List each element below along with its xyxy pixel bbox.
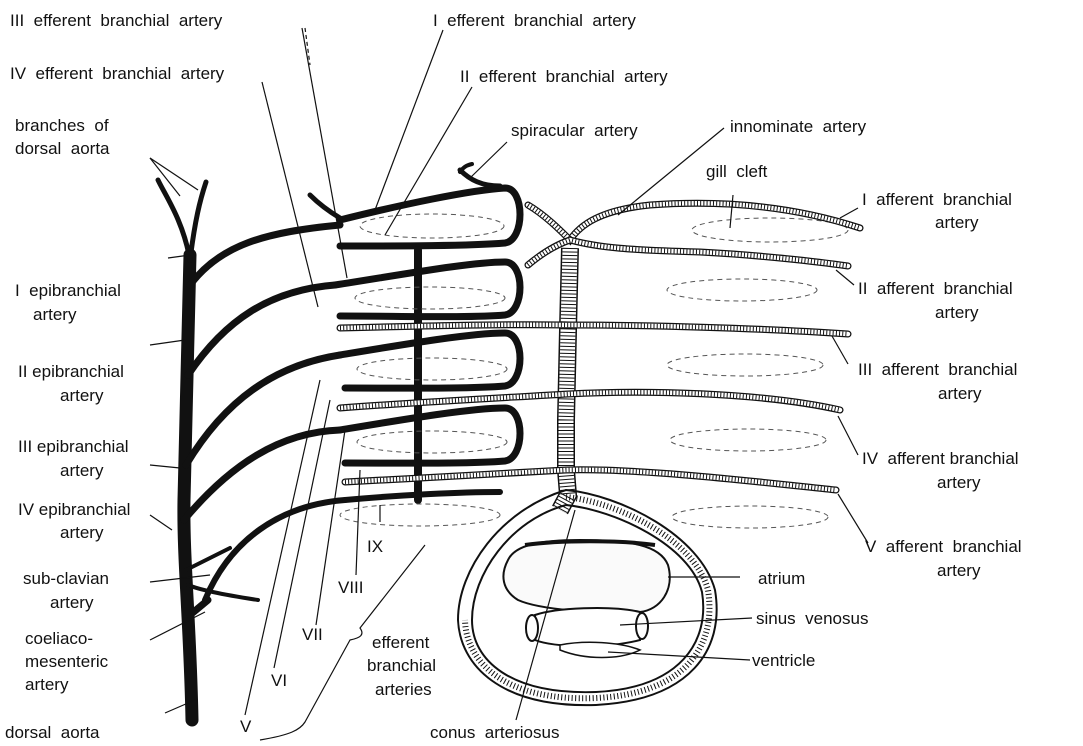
label-subclavian-a: sub-clavian [23, 569, 109, 588]
heart [458, 490, 717, 705]
label-afferent-2b: artery [935, 303, 979, 322]
epibranchial-arteries [184, 225, 345, 600]
label-epi-3a: III epibranchial [18, 437, 129, 456]
label-num-viii: VIII [338, 578, 364, 597]
sinus-venosus-shape [535, 608, 640, 646]
label-efferent-3: III efferent branchial artery [10, 11, 223, 30]
label-gill-cleft: gill cleft [706, 162, 768, 181]
label-afferent-5b: artery [937, 561, 981, 580]
label-coeliaco-b: mesenteric [25, 652, 109, 671]
dorsal-aorta-vessel [158, 180, 258, 720]
label-efferent-1: I efferent branchial artery [433, 11, 636, 30]
label-atrium: atrium [758, 569, 805, 588]
label-efferent-group-a: efferent [372, 633, 430, 652]
label-epi-2a: II epibranchial [18, 362, 124, 381]
label-epi-4b: artery [60, 523, 104, 542]
label-afferent-3b: artery [938, 384, 982, 403]
label-afferent-4b: artery [937, 473, 981, 492]
label-epi-3b: artery [60, 461, 104, 480]
label-efferent-group-c: arteries [375, 680, 432, 699]
label-dorsal-aorta: dorsal aorta [5, 723, 100, 742]
label-epi-4a: IV epibranchial [18, 500, 130, 519]
label-coeliaco-a: coeliaco- [25, 629, 93, 648]
label-epi-1a: I epibranchial [15, 281, 121, 300]
label-num-vi: VI [271, 671, 287, 690]
label-ventricle: ventricle [752, 651, 815, 670]
label-epi-1b: artery [33, 305, 77, 324]
label-afferent-1a: I afferent branchial [862, 190, 1012, 209]
label-spiracular: spiracular artery [511, 121, 638, 140]
label-efferent-4: IV efferent branchial artery [10, 64, 225, 83]
label-sinus-venosus: sinus venosus [756, 609, 868, 628]
label-num-vii: VII [302, 625, 323, 644]
label-afferent-5a: V afferent branchial [865, 537, 1022, 556]
label-innominate: innominate artery [730, 117, 867, 136]
ventricle-shape [560, 642, 640, 657]
label-branches-dorsal-aorta-1: branches of [15, 116, 109, 135]
label-coeliaco-c: artery [25, 675, 69, 694]
label-branches-dorsal-aorta-2: dorsal aorta [15, 139, 110, 158]
label-conus: conus arteriosus [430, 723, 559, 742]
label-afferent-4a: IV afferent branchial [862, 449, 1019, 468]
label-epi-2b: artery [60, 386, 104, 405]
label-num-ix: IX [367, 537, 383, 556]
label-afferent-1b: artery [935, 213, 979, 232]
label-afferent-3a: III afferent branchial [858, 360, 1017, 379]
label-efferent-2: II efferent branchial artery [460, 67, 668, 86]
label-num-v: V [240, 717, 252, 736]
label-subclavian-b: artery [50, 593, 94, 612]
atrium-shape [503, 540, 669, 613]
label-efferent-group-b: branchial [367, 656, 436, 675]
label-afferent-2a: II afferent branchial [858, 279, 1013, 298]
